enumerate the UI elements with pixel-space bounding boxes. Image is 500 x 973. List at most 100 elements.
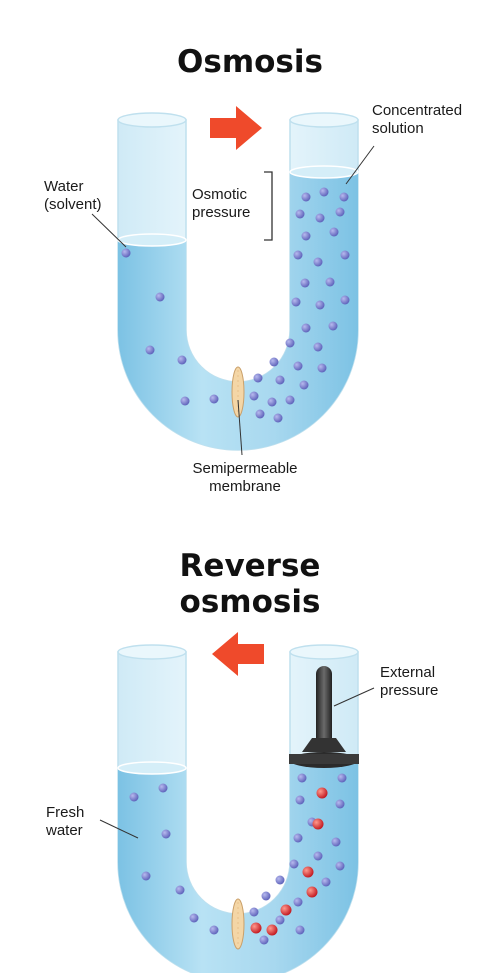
- solvent-particle: [339, 192, 349, 202]
- solvent-particle: [301, 192, 311, 202]
- external-pressure-line2: pressure: [380, 682, 439, 699]
- solute-particle: [312, 818, 324, 830]
- solvent-particle: [209, 394, 219, 404]
- concentrated-leader-line: [345, 145, 375, 185]
- solute-particle: [266, 924, 278, 936]
- right-tube-opening: [289, 112, 359, 128]
- solvent-particle: [285, 395, 295, 405]
- solvent-particle: [315, 300, 325, 310]
- solvent-particle: [209, 925, 219, 935]
- solvent-particle: [141, 871, 151, 881]
- solvent-particle: [295, 795, 305, 805]
- solvent-particle: [275, 915, 285, 925]
- solvent-particle: [161, 829, 171, 839]
- external-pressure-line1: External: [380, 664, 436, 681]
- solvent-particle: [300, 278, 310, 288]
- external-pressure-leader-line: [333, 687, 375, 707]
- solvent-particle: [301, 231, 311, 241]
- solute-particles: [250, 787, 328, 936]
- solvent-particle: [249, 391, 259, 401]
- membrane-leader-line: [237, 399, 243, 456]
- solvent-particle: [313, 257, 323, 267]
- membrane-line1: Semipermeable: [192, 460, 298, 477]
- solvent-particle: [285, 338, 295, 348]
- solvent-particle: [319, 187, 329, 197]
- solute-particle: [250, 922, 262, 934]
- solute-particle: [306, 886, 318, 898]
- reverse-osmosis-title-line1: Reverse: [179, 548, 321, 584]
- semipermeable-membrane-label: Semipermeable membrane: [160, 460, 330, 496]
- flow-arrow-right: [210, 106, 262, 150]
- solvent-particle: [317, 363, 327, 373]
- solute-particle: [302, 866, 314, 878]
- solvent-particle: [155, 292, 165, 302]
- solute-particle: [316, 787, 328, 799]
- piston-neck: [302, 738, 346, 752]
- solvent-particle: [337, 773, 347, 783]
- solvent-particle: [335, 861, 345, 871]
- osmosis-title: Osmosis: [177, 44, 323, 80]
- solvent-particle: [328, 321, 338, 331]
- solvent-particle: [145, 345, 155, 355]
- solvent-particle: [313, 851, 323, 861]
- solvent-particles-left: [129, 783, 219, 935]
- water-label-line1: Water: [44, 178, 84, 195]
- left-water-surface: [117, 761, 187, 775]
- right-water-surface: [289, 165, 359, 179]
- reverse-osmosis-title: Reverse osmosis: [0, 548, 500, 620]
- solvent-particle: [275, 375, 285, 385]
- solvent-particle: [295, 209, 305, 219]
- solvent-particle: [331, 837, 341, 847]
- solvent-particle: [315, 213, 325, 223]
- solvent-particle: [158, 783, 168, 793]
- solvent-particle: [340, 250, 350, 260]
- solvent-particle: [249, 907, 259, 917]
- solvent-particle: [189, 913, 199, 923]
- solute-particle: [280, 904, 292, 916]
- u-tube-water: [118, 760, 358, 973]
- solvent-particle: [293, 361, 303, 371]
- solvent-particles-right: [249, 187, 350, 423]
- solvent-particle: [301, 323, 311, 333]
- solvent-particle: [267, 397, 277, 407]
- solvent-particles-right: [249, 773, 347, 945]
- fresh-water-line2: water: [46, 822, 83, 839]
- external-pressure-label: External pressure: [380, 664, 438, 700]
- solvent-particle: [291, 297, 301, 307]
- solvent-particle: [325, 277, 335, 287]
- solvent-particle: [273, 413, 283, 423]
- solvent-particle: [129, 792, 139, 802]
- osmosis-u-tube: [91, 106, 375, 456]
- fresh-water-leader-line: [99, 819, 139, 839]
- solvent-particle: [335, 207, 345, 217]
- solvent-particle: [259, 935, 269, 945]
- solvent-particle: [255, 409, 265, 419]
- water-solvent-label: Water (solvent): [44, 178, 102, 214]
- concentrated-solution-label: Concentrated solution: [372, 102, 462, 138]
- left-tube-opening: [117, 112, 187, 128]
- water-leader-line: [91, 213, 127, 248]
- solvent-particle: [289, 859, 299, 869]
- solvent-particle: [275, 875, 285, 885]
- solvent-particle: [269, 357, 279, 367]
- solvent-particle: [297, 773, 307, 783]
- osmotic-pressure-line2: pressure: [192, 204, 251, 221]
- reverse-osmosis-u-tube: [99, 632, 375, 973]
- left-tube-opening: [117, 644, 187, 660]
- fresh-water-label: Fresh water: [46, 804, 84, 840]
- solvent-particle: [293, 250, 303, 260]
- water-label-line2: (solvent): [44, 196, 102, 213]
- solvent-particle: [295, 925, 305, 935]
- right-tube-opening: [289, 644, 359, 660]
- solvent-particle: [253, 373, 263, 383]
- solvent-particle: [180, 396, 190, 406]
- piston-plate: [289, 754, 359, 764]
- solvent-particle: [175, 885, 185, 895]
- solvent-particle: [293, 833, 303, 843]
- membrane-line2: membrane: [209, 478, 281, 495]
- solvent-particles-left: [121, 248, 219, 406]
- solvent-particle: [299, 380, 309, 390]
- piston-rod: [316, 666, 332, 752]
- solvent-particle: [121, 248, 131, 258]
- solvent-particle: [293, 897, 303, 907]
